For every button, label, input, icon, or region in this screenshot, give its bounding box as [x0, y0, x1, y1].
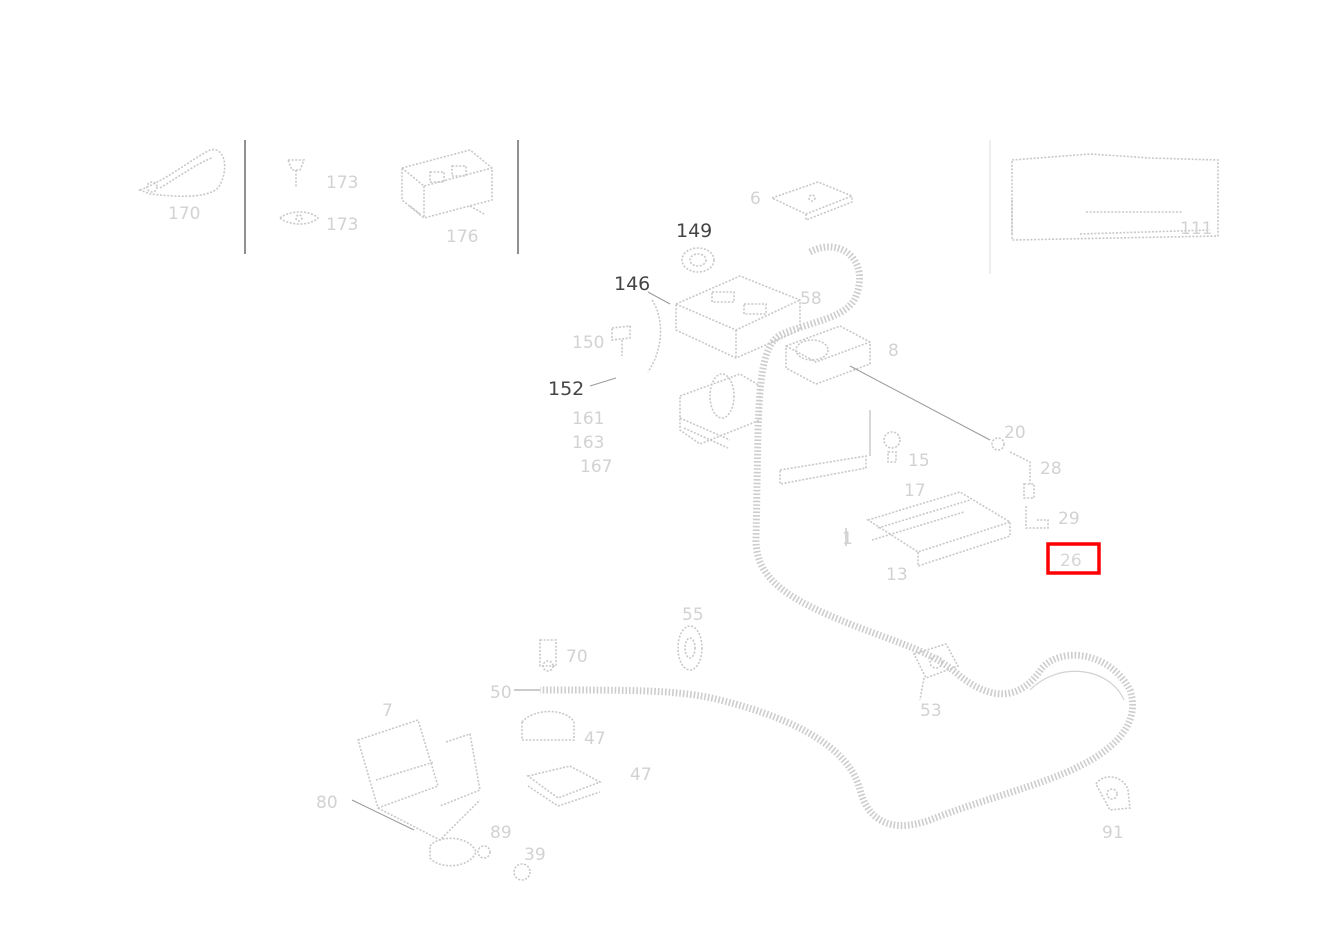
- part-15-17-drawing: [779, 410, 901, 485]
- label-47-a: 47: [584, 729, 606, 749]
- label-167: 167: [580, 457, 612, 477]
- label-173-b: 173: [326, 215, 358, 235]
- label-20: 20: [1004, 423, 1026, 443]
- main-housing-drawing: [675, 275, 801, 359]
- part-20-28-29-drawing: [849, 365, 1049, 529]
- label-91: 91: [1102, 823, 1124, 843]
- label-29: 29: [1058, 509, 1080, 529]
- label-17: 17: [904, 481, 926, 501]
- label-161: 161: [572, 409, 604, 429]
- part-53-drawing: [912, 643, 960, 701]
- label-47-b: 47: [630, 765, 652, 785]
- label-149: 149: [676, 220, 712, 242]
- leader-152: [589, 377, 617, 387]
- label-163: 163: [572, 433, 604, 453]
- label-53: 53: [920, 701, 942, 721]
- part-8-drawing: [785, 325, 871, 385]
- label-7: 7: [382, 701, 393, 721]
- label-89: 89: [490, 823, 512, 843]
- label-80: 80: [316, 793, 338, 813]
- label-8: 8: [888, 341, 899, 361]
- label-146: 146: [614, 273, 650, 295]
- label-70: 70: [566, 647, 588, 667]
- label-6: 6: [750, 189, 761, 209]
- label-152: 152: [548, 378, 584, 400]
- label-26: 26: [1060, 551, 1082, 571]
- highlight-box: [1046, 542, 1101, 575]
- part-91-drawing: [1095, 776, 1131, 811]
- label-176: 176: [446, 227, 478, 247]
- label-28: 28: [1040, 459, 1062, 479]
- label-150: 150: [572, 333, 604, 353]
- part-50-70-47-drawing: [514, 639, 602, 807]
- part-13-drawing: [845, 491, 1012, 568]
- leader-146: [647, 291, 671, 305]
- part-111-drawing: [1011, 153, 1219, 241]
- part-149-drawing: [681, 247, 715, 273]
- part-176-drawing: [401, 149, 493, 219]
- highlighted-part-26[interactable]: 26: [1046, 542, 1101, 575]
- label-170: 170: [168, 204, 200, 224]
- main-hose-drawing: [539, 243, 1137, 829]
- label-50: 50: [490, 683, 512, 703]
- label-173-a: 173: [326, 173, 358, 193]
- label-1: 1: [842, 529, 853, 549]
- part-89-39-drawing: [429, 837, 531, 881]
- label-111: 111: [1180, 219, 1212, 239]
- part-6-drawing: [769, 181, 855, 222]
- label-58: 58: [800, 289, 822, 309]
- left-fastener-cluster-drawing: [611, 299, 761, 449]
- part-55-drawing: [677, 625, 703, 671]
- label-39: 39: [524, 845, 546, 865]
- part-7-80-drawing: [351, 718, 481, 841]
- label-55: 55: [682, 605, 704, 625]
- part-170-drawing: [137, 148, 226, 198]
- label-15: 15: [908, 451, 930, 471]
- label-13: 13: [886, 565, 908, 585]
- part-173-drawing: [278, 159, 320, 225]
